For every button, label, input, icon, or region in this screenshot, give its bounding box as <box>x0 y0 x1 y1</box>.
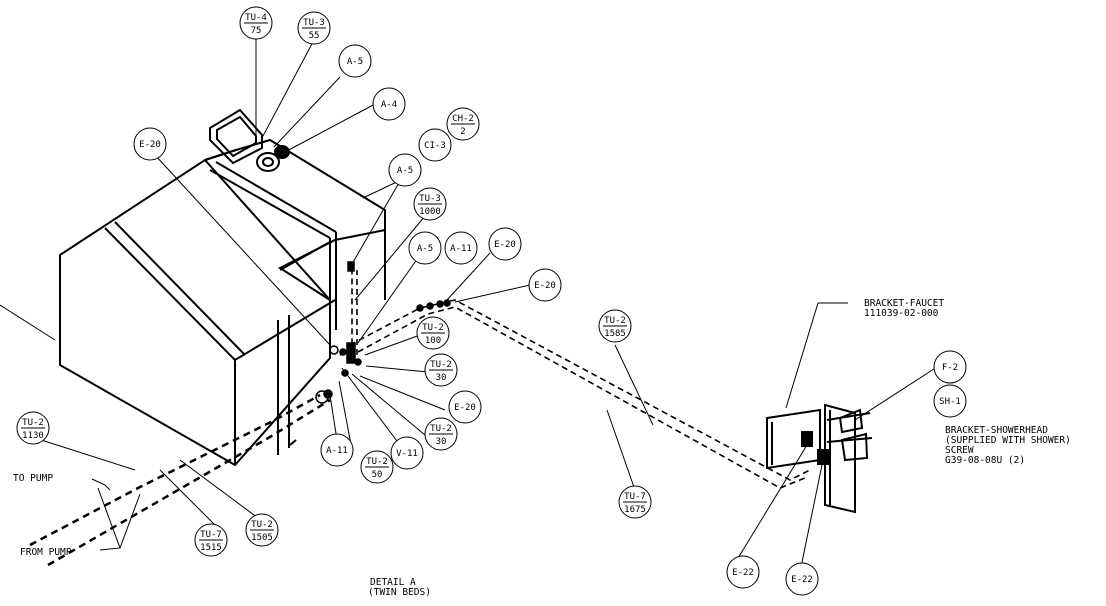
callout-qty: 1130 <box>22 431 44 441</box>
callout-bubble: E-22 <box>785 562 819 596</box>
callout-bubble: E-20 <box>448 390 482 424</box>
callout-bubble: A-11 <box>320 433 354 467</box>
callout-part: TU-2 <box>422 323 444 333</box>
bracket-showerhead-label: BRACKET-SHOWERHEAD <box>945 425 1048 436</box>
callout-label: V-11 <box>396 449 418 459</box>
callout-bubble: A-5 <box>408 231 442 265</box>
callout-qty: 30 <box>436 437 447 447</box>
to-pump-label: TO PUMP <box>13 473 53 484</box>
callout-part: TU-3 <box>419 194 441 204</box>
screw-label: SCREW <box>945 445 974 456</box>
callout-part: TU-2 <box>22 418 44 428</box>
callout-bubble: V-11 <box>390 436 424 470</box>
callout-part: CH-2 <box>452 114 474 124</box>
callout-bubble: TU-2 50 <box>360 450 394 484</box>
callout-part: TU-4 <box>245 13 267 23</box>
access-plate <box>209 108 290 172</box>
callout-label: A-5 <box>347 57 363 67</box>
hose-lines <box>29 268 811 567</box>
bracket-showerhead-note: (SUPPLIED WITH SHOWER) <box>945 435 1071 446</box>
callout-bubble: F-2 <box>933 350 967 384</box>
callout-bubble: E-20 <box>528 268 562 302</box>
callout-label: E-20 <box>454 403 476 413</box>
callout-bubble: TU-3 55 <box>297 11 331 45</box>
callout-label: E-20 <box>139 140 161 150</box>
bracket-assembly <box>766 403 873 514</box>
callout-label: SH-1 <box>939 397 961 407</box>
screw-part: G39-08-08U (2) <box>945 455 1025 466</box>
callout-label: E-22 <box>732 568 754 578</box>
callout-bubbles: TU-475TU-355A-5A-4CH-22CI-3E-20A-5TU-310… <box>16 6 967 596</box>
callout-qty: 50 <box>372 470 383 480</box>
bracket-faucet-part: 111039-02-000 <box>864 308 939 319</box>
callout-bubble: A-4 <box>372 87 406 121</box>
callout-bubble: SH-1 <box>933 384 967 418</box>
callout-label: E-20 <box>494 240 516 250</box>
callout-bubble: A-11 <box>444 231 478 265</box>
callout-bubble: E-20 <box>133 127 167 161</box>
callout-label: A-11 <box>326 446 348 456</box>
callout-bubble: A-5 <box>388 153 422 187</box>
callout-bubble: TU-2 100 <box>416 316 450 350</box>
callout-label: E-20 <box>534 281 556 291</box>
detail-title: DETAIL A <box>370 577 416 588</box>
callout-label: A-5 <box>417 244 433 254</box>
callout-label: E-22 <box>791 575 813 585</box>
leader-lines <box>0 34 938 573</box>
callout-bubble: E-20 <box>488 227 522 261</box>
callout-bubble: TU-4 75 <box>239 6 273 40</box>
callout-bubble: E-22 <box>726 555 760 589</box>
callout-bubble: TU-3 1000 <box>413 187 447 221</box>
callout-qty: 1585 <box>604 329 626 339</box>
callout-bubble: TU-2 1130 <box>16 411 50 445</box>
callout-qty: 1675 <box>624 505 646 515</box>
detail-subtitle: (TWIN BEDS) <box>368 587 431 598</box>
callout-qty: 100 <box>425 336 441 346</box>
callout-part: TU-2 <box>366 457 388 467</box>
from-pump-label: FROM PUMP <box>20 547 72 558</box>
callout-part: TU-2 <box>430 360 452 370</box>
callout-label: F-2 <box>942 363 958 373</box>
callout-bubble: CI-3 <box>418 128 452 162</box>
callout-label: A-4 <box>381 100 397 110</box>
callout-label: A-11 <box>450 244 472 254</box>
callout-bubble: CH-2 2 <box>446 107 480 141</box>
bracket-faucet-label: BRACKET-FAUCET <box>864 298 944 309</box>
callout-qty: 1515 <box>200 543 222 553</box>
callout-bubble: TU-2 30 <box>424 353 458 387</box>
callout-bubble: A-5 <box>338 44 372 78</box>
callout-part: TU-2 <box>604 316 626 326</box>
callout-qty: 2 <box>460 127 465 137</box>
callout-bubble: TU-7 1515 <box>194 523 228 557</box>
callout-bubble: TU-2 1585 <box>598 309 632 343</box>
callout-qty: 1000 <box>419 207 441 217</box>
callout-part: TU-7 <box>200 530 222 540</box>
callout-part: TU-3 <box>303 18 325 28</box>
callout-label: A-5 <box>397 166 413 176</box>
water-tank <box>59 138 386 467</box>
callout-part: TU-7 <box>624 492 646 502</box>
callout-bubble: TU-7 1675 <box>618 485 652 519</box>
callout-qty: 55 <box>309 31 320 41</box>
callout-part: TU-2 <box>251 520 273 530</box>
callout-qty: 30 <box>436 373 447 383</box>
callout-part: TU-2 <box>430 424 452 434</box>
callout-qty: 75 <box>251 26 262 36</box>
callout-bubble: TU-2 30 <box>424 417 458 451</box>
callout-label: CI-3 <box>424 141 446 151</box>
callout-bubble: TU-2 1505 <box>245 513 279 547</box>
callout-qty: 1505 <box>251 533 273 543</box>
